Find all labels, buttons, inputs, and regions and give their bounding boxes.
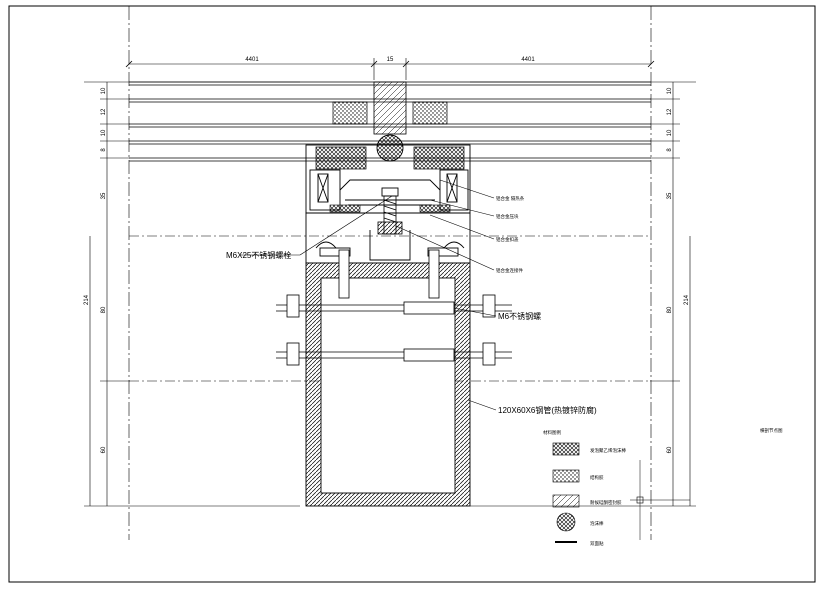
- right-dim-5: 35: [667, 192, 673, 199]
- legend-swatch-5: [555, 541, 577, 543]
- gasket-left: [329, 204, 361, 213]
- foam-rod: [376, 134, 404, 162]
- leader-label-4: 铝合金连接件: [496, 267, 523, 274]
- through-bolt-lower: [276, 342, 512, 366]
- left-dim-4: 8: [101, 148, 107, 152]
- left-dimension: [84, 81, 300, 507]
- leader-label-2: 铝合金压块: [496, 213, 519, 220]
- legend-swatch-2: [552, 469, 580, 483]
- left-dim-2: 12: [101, 108, 107, 115]
- top-dim-mid: 15: [387, 57, 394, 63]
- label-tube: 120X60X6钢管(热镀锌防腐): [498, 405, 597, 415]
- leader-label-3: 铝合金扣盖: [496, 236, 519, 243]
- legend-item-5: 双面贴: [590, 540, 604, 547]
- legend-item-4: 泡沫棒: [590, 520, 604, 527]
- left-dim-6: 214: [84, 294, 90, 305]
- label-screw-mid: M6不锈钢螺: [498, 311, 541, 321]
- spacer-left: [332, 101, 368, 125]
- title-right: 横剖节点图: [760, 427, 783, 434]
- right-dim-8: 60: [667, 446, 673, 453]
- bolt-m6x25: [377, 195, 403, 235]
- left-dim-7: 80: [101, 306, 107, 313]
- right-dim-2: 12: [667, 108, 673, 115]
- left-dim-1: 10: [101, 87, 107, 94]
- legend-swatch-4: [556, 512, 576, 532]
- sealant-right: [413, 146, 465, 170]
- leader-label-1: 铝合金 隔热条: [496, 195, 525, 202]
- legend-swatch-3: [552, 494, 580, 508]
- left-dim-8: 60: [101, 446, 107, 453]
- right-dim-7: 80: [667, 306, 673, 313]
- left-dim-3: 10: [101, 129, 107, 136]
- legend-item-3: 耐候硅酮密封胶: [590, 499, 622, 506]
- sheet-border: [8, 5, 816, 583]
- top-dim-left: 4401: [245, 57, 259, 63]
- right-dimension: [470, 81, 696, 507]
- leader-lines: [240, 179, 497, 411]
- steel-tube: [305, 262, 471, 507]
- legend-item-2: 结构胶: [590, 474, 604, 481]
- joint-sealant: [373, 81, 407, 135]
- right-dim-3: 10: [667, 129, 673, 136]
- legend-item-1: 发泡聚乙烯泡沫棒: [590, 447, 626, 454]
- left-dim-5: 35: [101, 192, 107, 199]
- right-dim-4: 8: [667, 148, 673, 152]
- top-dimension: 4401 15 4401: [125, 57, 655, 80]
- legend: 材料图例 发泡聚乙烯泡沫棒 结构胶 耐候硅酮密封胶 泡沫棒 双面贴: [543, 429, 690, 547]
- through-bolt-upper: [276, 294, 512, 318]
- anchor-bolts: [338, 249, 440, 299]
- right-dim-6: 214: [684, 294, 690, 305]
- right-dim-1: 10: [667, 87, 673, 94]
- top-dim-right: 4401: [521, 57, 535, 63]
- label-screw-top: M6X25不锈钢螺栓: [226, 250, 291, 260]
- gasket-right: [419, 204, 451, 213]
- spacer-right: [412, 101, 448, 125]
- legend-swatch-1: [552, 442, 580, 456]
- sealant-left: [315, 146, 367, 170]
- legend-title: 材料图例: [543, 429, 561, 436]
